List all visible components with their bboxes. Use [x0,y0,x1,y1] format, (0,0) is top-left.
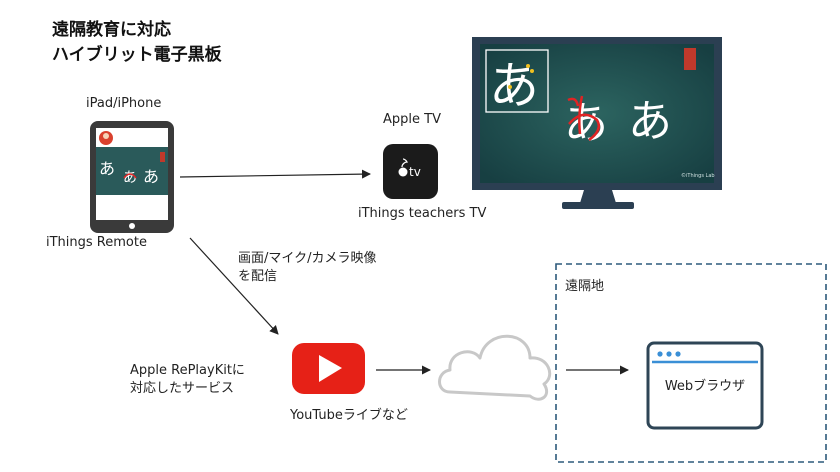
diagram-title: 遠隔教育に対応 ハイブリット電子黒板 [52,18,222,68]
remote-region-label: 遠隔地 [565,279,605,294]
monitor-plain-char: あ [628,96,672,147]
service-label-line1: Apple RePlayKitに [130,363,245,378]
monitor-stand [562,202,634,209]
play-icon [319,355,342,382]
ipad-home-button [129,223,135,229]
stream-arrow-label-line1: 画面/マイク/カメラ映像 [238,251,377,266]
monitor-neck [580,190,616,203]
ipad-device: あ あ あ [90,121,174,233]
ipad-char-1: あ [99,159,115,178]
monitor-screen [480,44,714,183]
red-stroke-trace [567,95,600,142]
apple-icon [401,158,408,168]
appletv-box-text: tv [409,165,421,179]
browser-text: Webブラウザ [665,378,745,394]
remote-region-box [555,263,827,463]
appletv-box [383,144,438,199]
arrow-ipad-to-appletv [179,169,371,179]
ipad-board [96,147,168,195]
ipad-char-3: あ [143,167,159,186]
arrow-ipad-to-youtube [189,237,279,335]
ipad-char-2: あ [123,170,137,186]
monitor-marker-icon [684,48,696,70]
browser-window: Webブラウザ [646,341,764,430]
browser-frame [646,341,764,430]
ipad-bottom-label: iThings Remote [46,235,147,250]
monitor-credit: ©iThings Lab [681,172,715,179]
service-label-line2: 対応したサービス [130,381,235,396]
monitor-big-char: あ [489,57,539,115]
youtube-label: YouTubeライブなど [290,408,408,423]
monitor-device: あ あ あ ©iThings Lab [472,37,722,209]
youtube-icon [292,343,365,394]
appletv-bottom-label: iThings teachers TV [358,206,487,221]
ipad-marker-icon [160,152,165,162]
stream-arrow-label: 画面/マイク/カメラ映像 を配信 [238,250,377,286]
browser-dot-1 [657,351,663,357]
monitor-char-box [485,49,549,113]
monitor-traced-char: あ [564,98,608,149]
browser-dot-2 [666,351,672,357]
stream-arrow-label-line2: を配信 [238,269,278,284]
appletv-device: tv [383,144,438,199]
browser-dot-3 [675,351,681,357]
appletv-top-label: Apple TV [383,112,441,127]
title-line-1: 遠隔教育に対応 [52,20,171,40]
title-line-2: ハイブリット電子黒板 [52,45,222,65]
cloud-icon [438,334,552,401]
ipad-top-label: iPad/iPhone [86,96,162,111]
service-label: Apple RePlayKitに 対応したサービス [130,362,245,398]
